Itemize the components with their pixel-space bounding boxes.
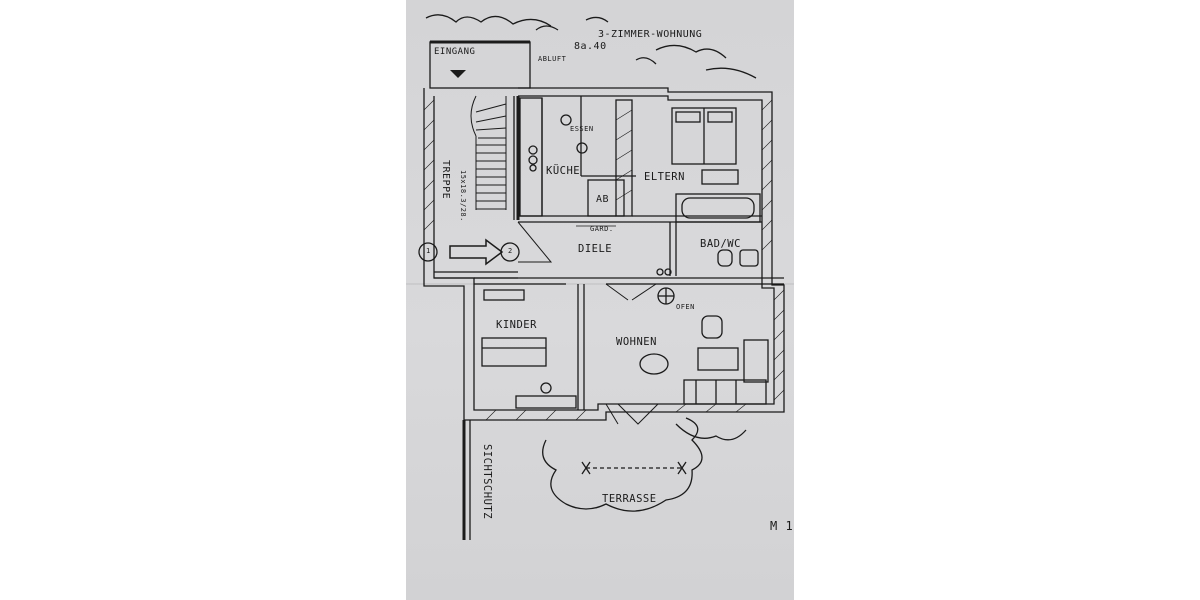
entrance-label: EINGANG xyxy=(434,47,476,57)
stove-label: OFEN xyxy=(676,303,695,311)
storage-label: AB xyxy=(596,194,610,205)
bath-label: BAD/WC xyxy=(700,238,741,250)
toilet xyxy=(717,249,733,267)
plan-title: 3-ZIMMER-WOHNUNG xyxy=(598,29,703,40)
marker-1: 1 xyxy=(426,247,431,255)
children-label: KINDER xyxy=(496,319,537,331)
vent-label: ABLUFT xyxy=(538,55,567,63)
armchair xyxy=(701,315,723,339)
entrance-triangle xyxy=(450,70,466,78)
shrubbery-top xyxy=(425,14,757,79)
sofa xyxy=(683,379,767,405)
hall-label: DIELE xyxy=(578,243,613,255)
floor-plan-drawing xyxy=(418,14,785,540)
stairs-label: TREPPE xyxy=(440,160,451,200)
hall-door-swing xyxy=(517,221,553,263)
scale-label: M 1. xyxy=(770,519,794,533)
dining-label: ESSEN xyxy=(570,125,594,133)
wardrobe-label: GARD. xyxy=(590,225,614,233)
bathtub xyxy=(675,193,761,223)
terrace-shrubs xyxy=(542,417,747,512)
living-label: WOHNEN xyxy=(616,336,657,348)
coffee-table xyxy=(697,347,739,371)
kitchen-label: KÜCHE xyxy=(546,165,581,177)
privacy-screen-label: SICHTSCHUTZ xyxy=(481,444,493,520)
washbasin xyxy=(739,249,759,267)
parents-label: ELTERN xyxy=(644,171,685,183)
plan-area: 8a.40 xyxy=(574,41,607,52)
terrace-label: TERRASSE xyxy=(602,493,657,505)
wall-hatching xyxy=(423,99,785,421)
entrance-arrow xyxy=(449,238,504,266)
marker-2: 2 xyxy=(508,247,513,255)
kids-bed xyxy=(481,337,547,367)
stair-treads xyxy=(470,95,507,210)
floor-plan-sheet: 3-ZIMMER-WOHNUNG 8a.40 EINGANG ABLUFT TR… xyxy=(406,0,794,600)
stair-spec-label: 15x18.3/28. xyxy=(459,170,467,222)
